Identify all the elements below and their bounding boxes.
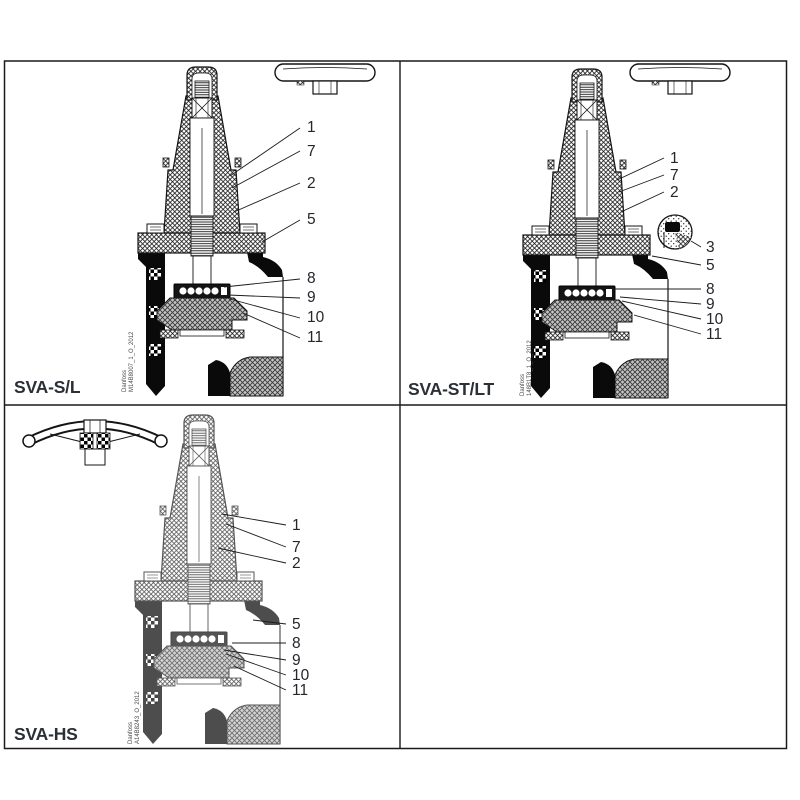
- handwheel-front-view-icon: [22, 419, 168, 466]
- panel-label-sva-sl: SVA-S/L: [14, 377, 81, 397]
- callout-number: 8: [292, 635, 301, 652]
- callout-number: 7: [670, 167, 679, 184]
- panel-bottom-left: 1 7 2 5 8 9 10 11 Danfoss A14B8243_O_201…: [14, 414, 310, 745]
- callout-number: 2: [307, 175, 316, 192]
- callout-number: 1: [292, 517, 301, 534]
- doc-watermark-brand: Danfoss: [520, 374, 526, 396]
- callout-number: 8: [706, 281, 715, 298]
- callout-number: 5: [307, 211, 316, 228]
- callout-number: 5: [706, 257, 715, 274]
- callout-number: 11: [706, 326, 722, 343]
- callout-number: 7: [307, 143, 316, 160]
- doc-watermark-brand: Danfoss: [122, 370, 128, 392]
- callout-number: 2: [292, 555, 301, 572]
- callout-number: 9: [307, 289, 316, 306]
- callout-number: 9: [292, 652, 301, 669]
- callout-number: 5: [292, 616, 301, 633]
- frame-border: [3, 60, 788, 750]
- callout-number: 10: [307, 309, 325, 326]
- doc-watermark-id: 148B1T8_1_O_2012: [527, 340, 533, 396]
- valve-drawing-sva-stlt: [522, 68, 669, 399]
- doc-watermark-brand: Danfoss: [128, 722, 134, 744]
- leader-lines: [223, 127, 301, 339]
- panel-label-sva-hs: SVA-HS: [14, 724, 78, 744]
- panel-label-sva-stlt: SVA-ST/LT: [408, 379, 495, 399]
- callout-number: 11: [292, 682, 308, 699]
- panel-top-right: 1 7 2 3 5 8 9 10 11 Danfoss 148B1T8_1_O_…: [408, 63, 731, 399]
- callout-number: 9: [706, 296, 715, 313]
- callout-number: 2: [670, 184, 679, 201]
- handwheel-top-view-icon: [629, 63, 731, 95]
- leader-lines: [217, 513, 287, 691]
- callout-number: 3: [706, 239, 715, 256]
- callout-number: 10: [706, 311, 724, 328]
- callout-number: 1: [670, 150, 679, 167]
- callout-number: 8: [307, 270, 316, 287]
- handwheel-top-view-icon: [274, 63, 376, 95]
- leader-lines: [613, 157, 702, 335]
- doc-watermark-id: M14B8007_1_O_2012: [129, 331, 135, 392]
- callout-number: 10: [292, 667, 310, 684]
- doc-watermark-id: A14B8243_O_2012: [135, 691, 141, 744]
- panel-top-left: 1 7 2 5 8 9 10 11 Danfoss M14B8007_1_O_2…: [14, 63, 376, 397]
- valve-drawing-sva-sl: [137, 66, 284, 397]
- callout-number: 7: [292, 539, 301, 556]
- callout-number: 11: [307, 329, 323, 346]
- detail-circle-packing: [657, 214, 693, 250]
- valve-drawing-sva-hs: [134, 414, 281, 745]
- callout-number: 1: [307, 119, 316, 136]
